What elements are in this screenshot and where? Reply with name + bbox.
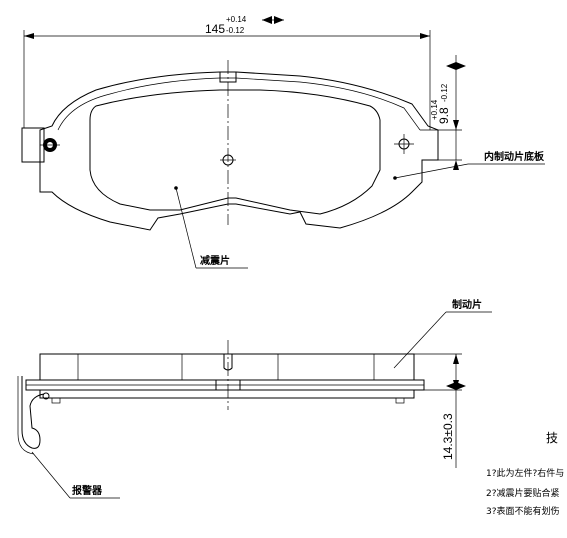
friction-pad-label: 制动片 [452, 298, 482, 311]
height-lower-tol: -0.12 [440, 83, 449, 102]
width-upper-tol: +0.14 [226, 15, 247, 24]
backing-plate-label: 内制动片底板 [484, 150, 545, 163]
thickness-value: 14.3±0.3 [441, 413, 455, 460]
thickness-dimension: 14.3±0.3 [414, 353, 466, 468]
width-dimension: 145 +0.14 -0.12 [23, 15, 431, 130]
wear-sensor-label: 报警器 [72, 484, 103, 497]
shim-outline [89, 89, 381, 215]
height-value: 9.8 [437, 107, 451, 124]
top-view [21, 60, 439, 231]
height-upper-tol: +0.14 [430, 99, 439, 120]
note-1: 1?此为左件?右件与 [486, 467, 564, 479]
friction-block [39, 353, 415, 381]
notes-title: 技 [546, 431, 558, 445]
technical-notes: 技 1?此为左件?右件与 2?减震片要贴合紧 3?表面不能有划伤 [486, 431, 564, 517]
shim-label: 减震片 [200, 254, 230, 267]
height-dimension: 9.8 +0.14 -0.12 [420, 55, 466, 170]
width-lower-tol: -0.12 [226, 26, 245, 35]
note-3: 3?表面不能有划伤 [486, 505, 560, 517]
width-value: 145 [205, 22, 225, 36]
side-shim [39, 389, 415, 399]
side-view [17, 340, 425, 455]
note-2: 2?减震片要贴合紧 [486, 487, 560, 499]
backing-plate-inner-edge [57, 77, 421, 131]
sensor-clip [21, 376, 45, 449]
backing-plate-outline [39, 71, 439, 231]
